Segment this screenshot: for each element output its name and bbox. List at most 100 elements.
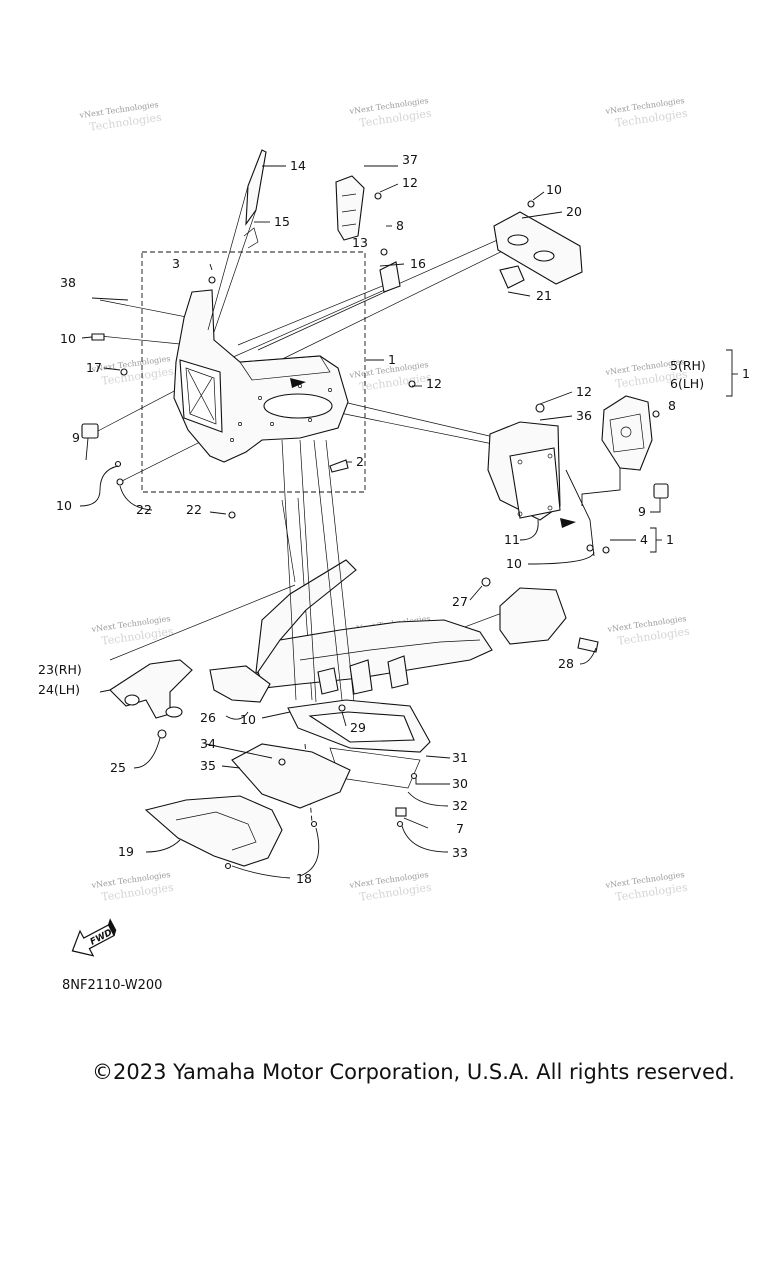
callout-10: 10 xyxy=(56,498,72,513)
bolt-30-icon xyxy=(410,772,418,780)
callout-26: 26 xyxy=(200,710,216,725)
callout-18: 18 xyxy=(296,871,312,886)
callout-1: 1 xyxy=(388,352,396,367)
drawing-code: 8NF2110-W200 xyxy=(62,978,163,993)
nut-25-icon xyxy=(157,729,167,739)
callout-12: 12 xyxy=(576,384,592,399)
bolt-38-icon xyxy=(91,297,129,301)
part-14-stay xyxy=(207,185,249,331)
bolt-10-icon xyxy=(586,544,594,552)
callout-31: 31 xyxy=(452,750,468,765)
bolt-27-icon xyxy=(481,577,491,587)
bolt-13-icon xyxy=(380,248,388,256)
part-7-icon xyxy=(395,807,407,817)
part-29-plate xyxy=(308,711,415,743)
callout-21: 21 xyxy=(536,288,552,303)
callout-1: 1 xyxy=(666,532,674,547)
bolt-10-icon xyxy=(114,460,122,468)
bolt-12-icon xyxy=(374,192,382,200)
callout-17: 17 xyxy=(86,360,102,375)
arrow-marker-icon xyxy=(560,518,576,528)
callout-38: 38 xyxy=(60,275,76,290)
callout-5-rh: 5(RH) xyxy=(670,358,706,373)
bolt-22-icon xyxy=(116,478,124,486)
callout-24-lh: 24(LH) xyxy=(38,682,80,697)
callout-8: 8 xyxy=(668,398,676,413)
callout-35: 35 xyxy=(200,758,216,773)
bolt-10-icon xyxy=(527,200,535,208)
bolt-8-icon xyxy=(652,410,660,418)
callout-15: 15 xyxy=(274,214,290,229)
arrow-marker-icon xyxy=(290,378,306,388)
callout-8: 8 xyxy=(396,218,404,233)
bolt-34-icon xyxy=(278,758,286,766)
callout-27: 27 xyxy=(452,594,468,609)
callout-10: 10 xyxy=(240,712,256,727)
bolt-28-icon xyxy=(577,637,599,653)
callout-13: 13 xyxy=(352,235,368,250)
damper-9-icon xyxy=(653,483,669,499)
callout-10: 10 xyxy=(506,556,522,571)
part-20-plate xyxy=(493,211,583,285)
callout-1: 1 xyxy=(742,366,750,381)
main-chassis-frame xyxy=(209,559,493,703)
callout-37: 37 xyxy=(402,152,418,167)
callout-32: 32 xyxy=(452,798,468,813)
bolt-3-icon xyxy=(208,276,216,284)
bolt-18-icon xyxy=(224,862,232,870)
bracket-36-assembly xyxy=(487,403,561,521)
bolt-22-icon xyxy=(228,511,236,519)
callout-23-rh: 23(RH) xyxy=(38,662,82,677)
part-21-bracket xyxy=(499,265,525,289)
callout-20: 20 xyxy=(566,204,582,219)
callout-2: 2 xyxy=(356,454,364,469)
callout-22: 22 xyxy=(136,502,152,517)
callout-3: 3 xyxy=(172,256,180,271)
bolt-10-icon xyxy=(91,333,105,341)
callout-22: 22 xyxy=(186,502,202,517)
callout-19: 19 xyxy=(118,844,134,859)
callout-14: 14 xyxy=(290,158,306,173)
part-27-bracket xyxy=(499,587,567,645)
callout-29: 29 xyxy=(350,720,366,735)
callout-25: 25 xyxy=(110,760,126,775)
damper-9-icon xyxy=(81,423,99,439)
callout-9: 9 xyxy=(72,430,80,445)
callout-6-lh: 6(LH) xyxy=(670,376,704,391)
callout-33: 33 xyxy=(452,845,468,860)
callout-labels: 14 37 12 15 10 20 8 13 3 16 38 21 10 1 1… xyxy=(38,152,750,886)
callout-12: 12 xyxy=(402,175,418,190)
callout-9: 9 xyxy=(638,504,646,519)
bolt-18-icon xyxy=(310,820,318,828)
bolt-4-icon xyxy=(602,546,610,554)
bolt-33-icon xyxy=(396,820,404,828)
nut-17-icon xyxy=(120,368,128,376)
watermark-group: Technologies vNext Technologies Technolo… xyxy=(78,96,691,904)
copyright-notice: ©2023 Yamaha Motor Corporation, U.S.A. A… xyxy=(92,1060,735,1084)
callout-4: 4 xyxy=(640,532,648,547)
bolt-29-icon xyxy=(338,704,346,712)
part-2-icon xyxy=(329,459,349,473)
parts-diagram: Technologies vNext Technologies Technolo… xyxy=(38,96,750,957)
part-26-bracket xyxy=(209,665,271,703)
callout-34: 34 xyxy=(200,736,216,751)
skid-plate-35 xyxy=(231,743,351,809)
callout-11: 11 xyxy=(504,532,520,547)
callout-10: 10 xyxy=(546,182,562,197)
callout-36: 36 xyxy=(576,408,592,423)
fwd-arrow-icon: FWD xyxy=(71,918,117,957)
part-16-bracket xyxy=(379,261,401,293)
callout-7: 7 xyxy=(456,821,464,836)
part-37-clamp xyxy=(335,175,365,241)
callout-16: 16 xyxy=(410,256,426,271)
part-14-panel xyxy=(245,149,267,226)
bolt-12-icon xyxy=(408,380,416,388)
callout-12: 12 xyxy=(426,376,442,391)
skid-plate-19 xyxy=(144,795,283,867)
callout-28: 28 xyxy=(558,656,574,671)
part-15-clip xyxy=(243,227,259,249)
callout-10: 10 xyxy=(60,331,76,346)
frame-tube xyxy=(281,439,297,701)
callout-30: 30 xyxy=(452,776,468,791)
leader-lines xyxy=(79,165,738,879)
